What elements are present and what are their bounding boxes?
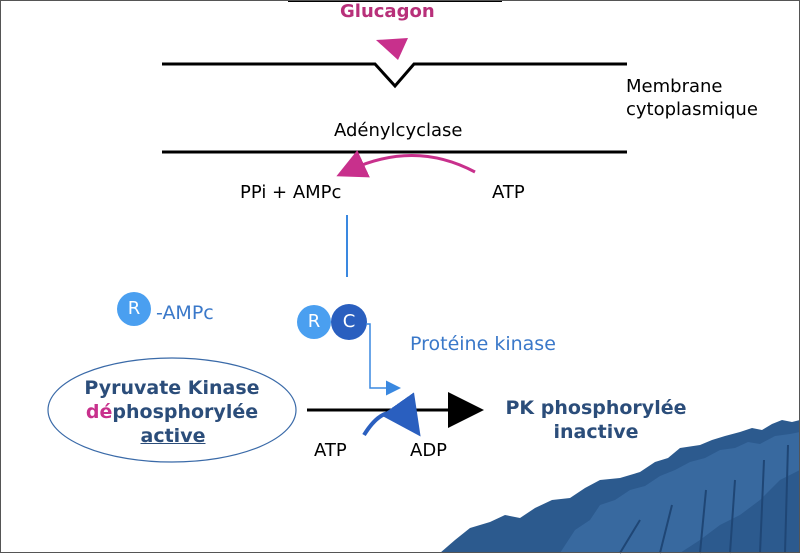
glucagon-triangle: [376, 38, 408, 60]
glucagon-label: Glucagon: [340, 1, 435, 22]
adp-label: ADP: [410, 440, 448, 461]
atp-to-adp-arrow: [362, 392, 421, 437]
pk-phospho-line2: inactive: [553, 421, 639, 443]
ppi-ampc-label: PPi + AMPc: [240, 182, 342, 203]
protein-kinase-label: Protéine kinase: [410, 333, 556, 355]
kinase-c-label: C: [342, 311, 356, 332]
dephospho-prefix: dé: [85, 401, 113, 423]
kinase-action-connector: [366, 323, 401, 396]
ampc-suffix-label: -AMPc: [156, 302, 214, 324]
pyruvate-kinase-line1: Pyruvate Kinase: [84, 377, 260, 399]
kinase-r-label: R: [307, 311, 321, 332]
regulatory-subunit-circle: [117, 292, 151, 326]
pk-phospho-line1: PK phosphorylée: [505, 397, 687, 419]
membrane-outer-line: [162, 62, 627, 89]
adenylcyclase-label: Adénylcyclase: [334, 120, 463, 141]
membrane-label-line1: Membrane: [626, 76, 723, 97]
regulatory-subunit-label: R: [127, 298, 141, 319]
mountain-ridges: [619, 444, 789, 554]
atp-label-top: ATP: [492, 182, 525, 203]
atp-to-ampc-arrow: [336, 150, 476, 178]
atp-label-bottom: ATP: [314, 440, 347, 461]
pyruvate-kinase-line2: déphosphorylée: [72, 401, 272, 424]
dephospho-rest: phosphorylée: [112, 401, 259, 423]
kinase-r-circle: [297, 305, 331, 339]
pyruvate-kinase-ellipse: [47, 357, 297, 463]
membrane-label-line2: cytoplasmique: [626, 99, 758, 120]
mountain-highlight: [560, 432, 800, 553]
pyruvate-kinase-line3: active: [72, 425, 292, 448]
kinase-c-circle: [331, 304, 367, 340]
active-label: active: [140, 425, 206, 447]
